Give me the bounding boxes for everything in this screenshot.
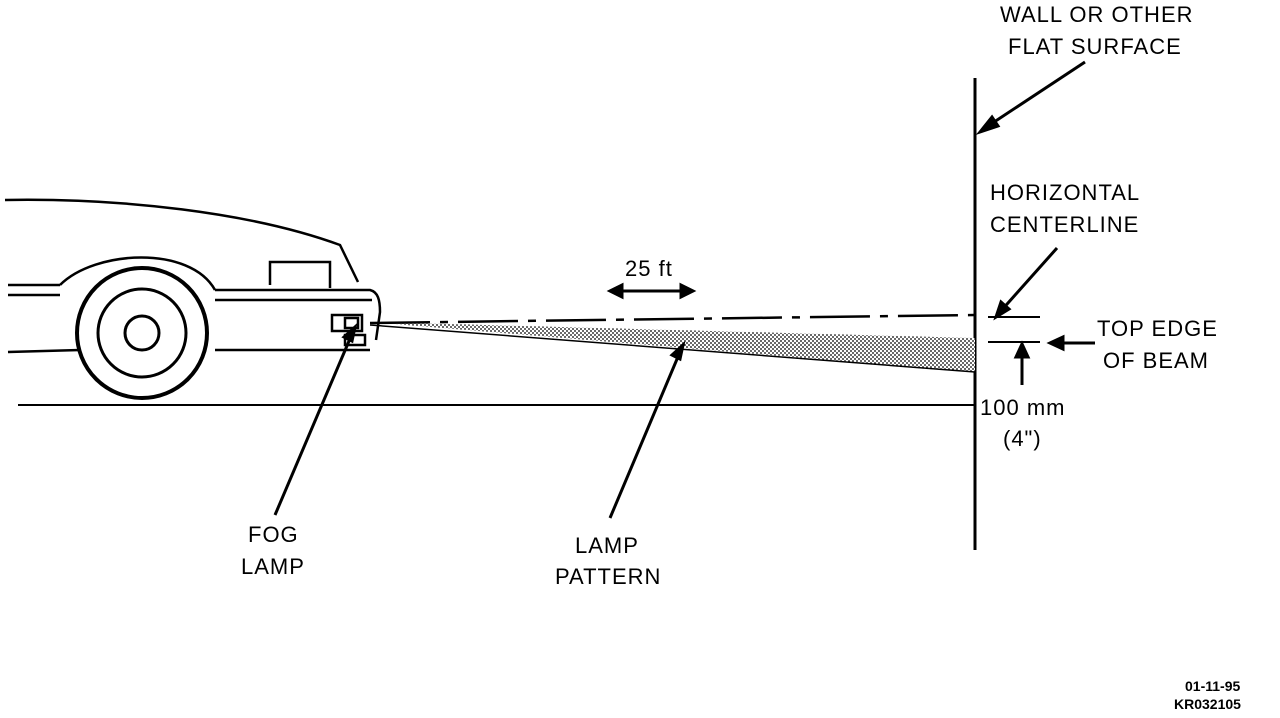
lamp-pattern-label-line1: LAMP xyxy=(575,533,639,558)
top-edge-label-line2: OF BEAM xyxy=(1103,348,1209,373)
top-edge-label-line1: TOP EDGE xyxy=(1097,316,1218,341)
horizontal-label-line2: CENTERLINE xyxy=(990,212,1139,237)
beam-top-dashed-line xyxy=(369,313,976,325)
car-wheel xyxy=(75,266,209,400)
wall-label-line2: FLAT SURFACE xyxy=(1008,34,1182,59)
figure-date: 01-11-95 xyxy=(1185,678,1240,694)
offset-metric-label: 100 mm xyxy=(980,395,1065,420)
offset-imperial-label: (4") xyxy=(1003,426,1042,451)
figure-id: KR032105 xyxy=(1174,696,1241,712)
lamp-pattern-label-line2: PATTERN xyxy=(555,564,661,589)
arrows xyxy=(273,60,1095,519)
fog-lamp-label-line1: FOG xyxy=(248,522,299,547)
fog-lamp-label-line2: LAMP xyxy=(241,554,305,579)
beam-bottom-line xyxy=(369,324,976,373)
wall-label-line1: WALL OR OTHER xyxy=(1000,2,1194,27)
distance-label: 25 ft xyxy=(625,256,673,281)
horizontal-label-line1: HORIZONTAL xyxy=(990,180,1140,205)
car-front-silhouette xyxy=(4,198,382,354)
